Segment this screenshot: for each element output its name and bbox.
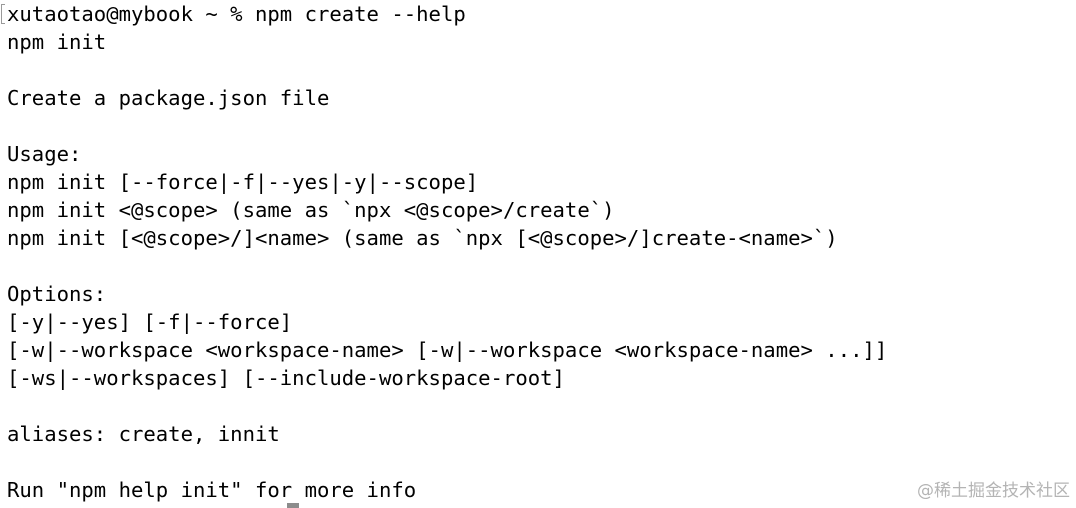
options-heading: Options:	[7, 282, 107, 306]
watermark-text: @稀土掘金技术社区	[917, 481, 1070, 501]
help-hint-line: Run "npm help init" for more info	[7, 478, 417, 502]
output-line: Create a package.json file	[7, 86, 330, 110]
usage-line: npm init <@scope> (same as `npx <@scope>…	[7, 198, 615, 222]
usage-line: npm init [--force|-f|--yes|-y|--scope]	[7, 170, 479, 194]
options-line: [-y|--yes] [-f|--force]	[7, 310, 293, 334]
aliases-line: aliases: create, innit	[7, 422, 280, 446]
output-line: npm init	[7, 30, 107, 54]
options-line: [-w|--workspace <workspace-name> [-w|--w…	[7, 338, 888, 362]
command-line: xutaotao@mybook ~ % npm create --help	[7, 2, 466, 26]
usage-heading: Usage:	[7, 142, 82, 166]
options-line: [-ws|--workspaces] [--include-workspace-…	[7, 366, 565, 390]
usage-line: npm init [<@scope>/]<name> (same as `npx…	[7, 226, 838, 250]
text-cursor	[287, 503, 299, 508]
command-mark-icon	[1, 4, 5, 24]
